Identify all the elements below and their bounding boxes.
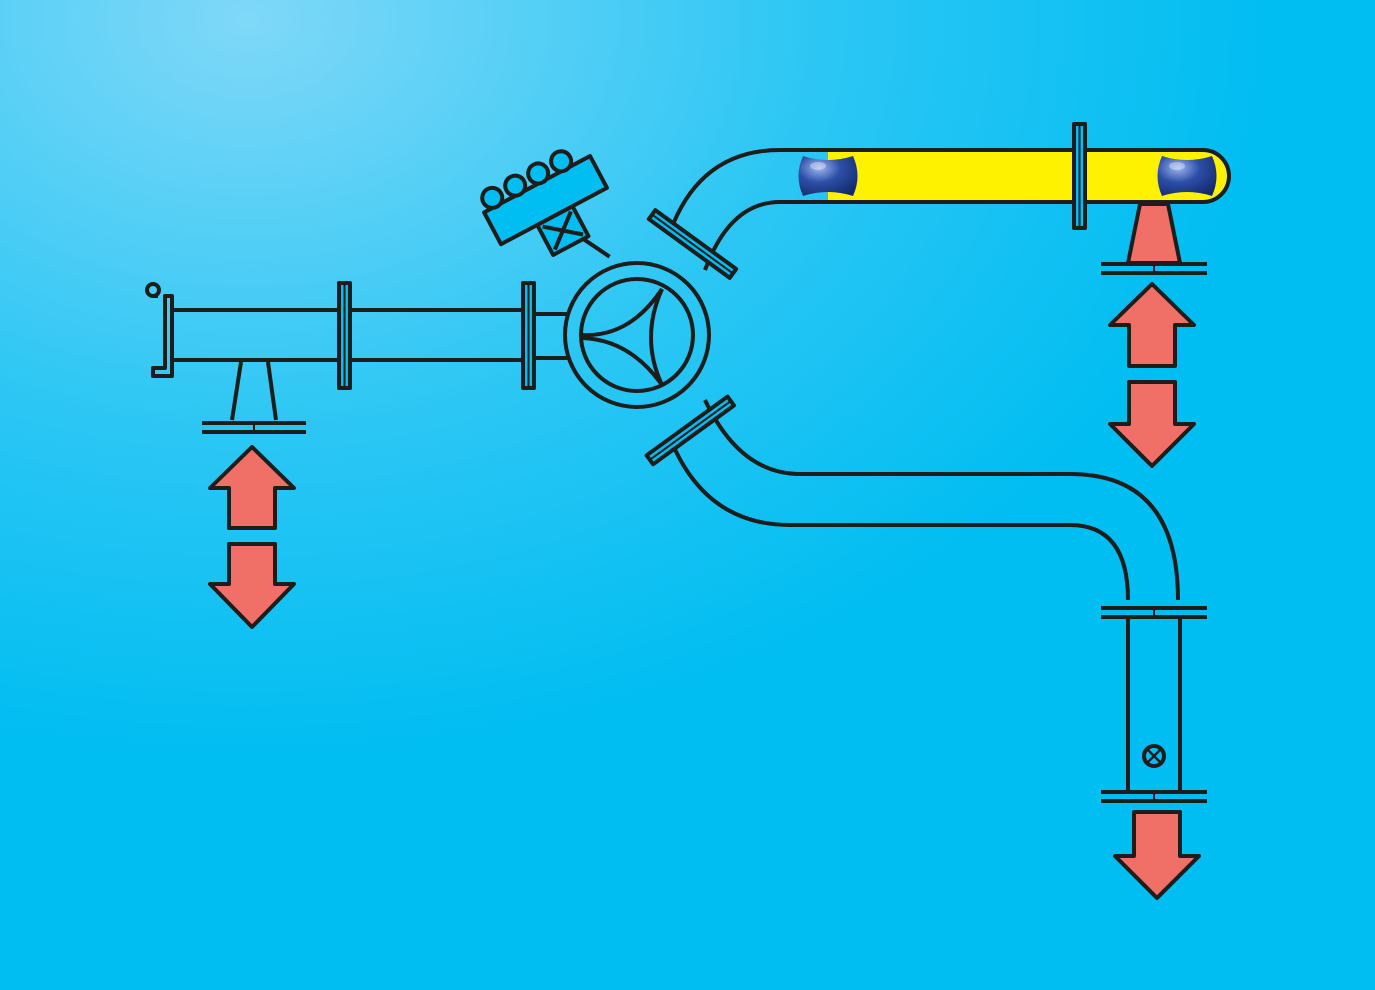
launcher-support [230, 361, 278, 421]
lift-down-arrow-icon [1108, 380, 1196, 468]
receiver-product-fill [828, 152, 1203, 200]
launcher-assembly [145, 281, 568, 629]
valve-actuator [480, 149, 611, 259]
lower-s-branch [644, 394, 1207, 900]
pig-signaller-icon [1142, 744, 1166, 768]
three-way-diverter [563, 261, 711, 409]
actuator-knob-icon [480, 185, 505, 210]
actuator-knob-icon [503, 173, 528, 198]
actuator-knob-icon [549, 149, 574, 174]
pig [1157, 156, 1217, 196]
pig [798, 156, 858, 196]
lift-down-arrow-icon [208, 542, 296, 629]
lift-up-arrow-icon [1108, 282, 1196, 368]
actuator-knob-icon [526, 161, 551, 186]
lift-up-arrow-icon [208, 445, 296, 530]
upper-branch [646, 122, 1231, 468]
launcher-closure [151, 294, 174, 378]
outlet-down-arrow-icon [1113, 810, 1201, 900]
